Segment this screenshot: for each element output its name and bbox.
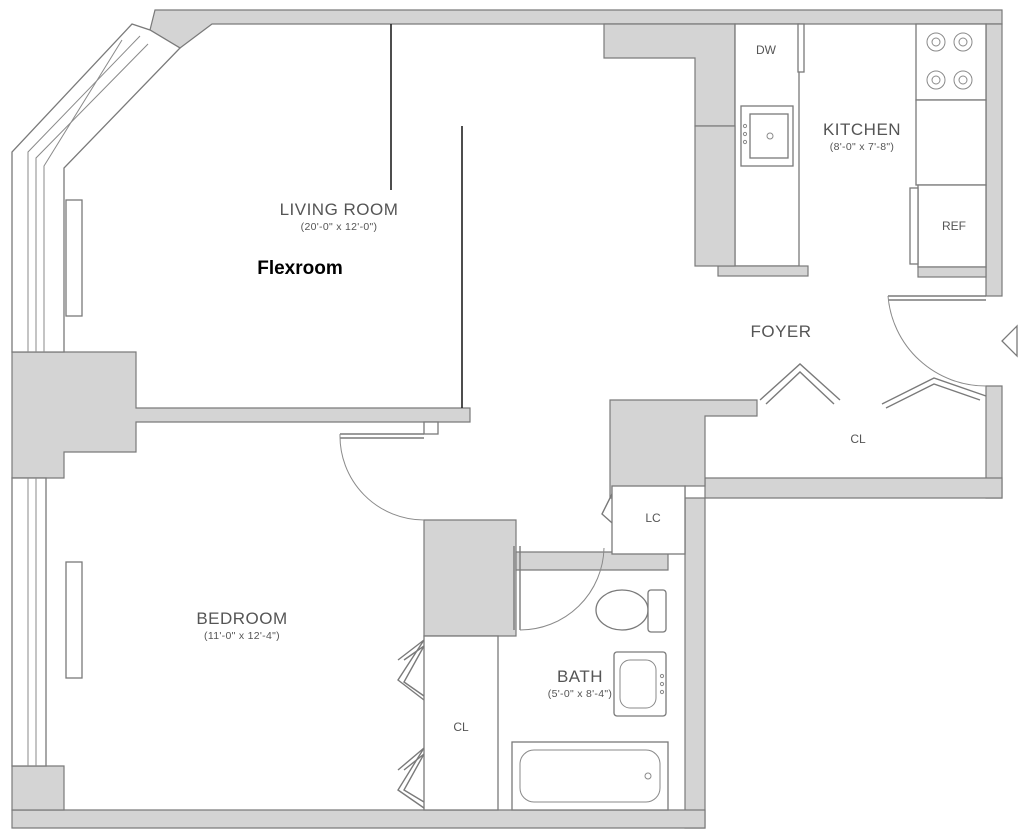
kitchen-label: KITCHEN	[823, 120, 901, 139]
bedroom-closet-block	[423, 519, 517, 637]
kitchen-column	[603, 23, 736, 127]
dishwasher-label: DW	[756, 43, 777, 57]
bath-dims: (5'-0" x 8'-4")	[548, 688, 612, 700]
windows	[11, 23, 182, 767]
left-column	[11, 351, 471, 479]
living-room-label: LIVING ROOM	[280, 200, 399, 219]
kitchen-dims: (8'-0" x 7'-8")	[830, 141, 894, 153]
closet-bottom-wall	[704, 477, 1003, 499]
foyer-label: FOYER	[750, 322, 811, 341]
walls	[11, 9, 1003, 829]
bedroom-closet	[423, 635, 499, 811]
living-room-dims: (20'-0" x 12'-0")	[301, 221, 378, 233]
bath-label: BATH	[557, 667, 603, 686]
flex-partition	[390, 24, 463, 408]
flexroom-label: Flexroom	[257, 258, 343, 279]
bedroom-closet-label: CL	[453, 720, 469, 734]
right-wall-upper	[985, 23, 1003, 297]
foyer-closet-label: CL	[850, 432, 866, 446]
entry-arrow-icon	[1001, 324, 1018, 358]
east-wall-lower	[684, 497, 706, 829]
bottom-wall	[11, 809, 706, 829]
refrigerator-label: REF	[942, 219, 966, 233]
left-wall-bottom	[11, 765, 65, 811]
bath-fixtures	[511, 589, 669, 811]
linen-closet-label: LC	[645, 511, 661, 525]
bath-top-wall	[515, 551, 669, 571]
toilet-tank	[647, 589, 667, 633]
toilet-bowl	[595, 589, 649, 631]
bedroom-dims: (11'-0" x 12'-4")	[204, 630, 280, 642]
kitchen-cabinets	[694, 23, 987, 278]
sink	[613, 651, 667, 717]
room-labels: LIVING ROOM (20'-0" x 12'-0") Flexroom K…	[196, 43, 966, 734]
linen-closet	[611, 485, 686, 555]
bedroom-label: BEDROOM	[196, 609, 287, 628]
bathtub	[511, 741, 669, 811]
top-wall	[149, 9, 1003, 49]
